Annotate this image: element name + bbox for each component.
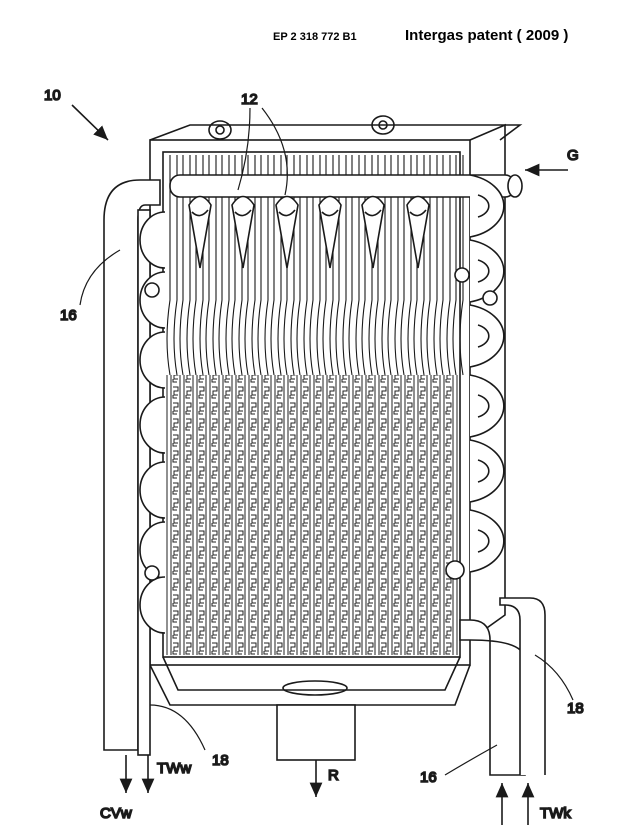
- pipe-loop-inner: [477, 394, 490, 418]
- fin-line: [270, 155, 275, 376]
- burner-cone: [275, 195, 299, 269]
- fin-line: [251, 155, 256, 376]
- label-10: 10: [44, 87, 61, 104]
- fin-line: [459, 155, 464, 376]
- pipe-loop: [469, 304, 505, 368]
- fin-line: [426, 155, 431, 376]
- pipe-loop: [469, 174, 505, 238]
- fin-line: [192, 155, 197, 376]
- fin-line: [407, 155, 412, 376]
- fin-line: [361, 155, 366, 376]
- label-twk: TWk: [540, 805, 571, 822]
- pipe-loop: [139, 396, 166, 454]
- fin-line: [452, 155, 457, 376]
- pipe-loop: [139, 331, 166, 389]
- pipe-loop: [469, 509, 505, 573]
- burner-cone: [188, 195, 212, 269]
- pipe-loop-inner: [477, 259, 490, 283]
- label-tww: TWw: [157, 760, 191, 777]
- label-18-left: 18: [212, 752, 229, 769]
- fin-line: [218, 155, 223, 376]
- fin-line: [179, 155, 184, 376]
- right-pipes: [445, 174, 546, 776]
- gas-inlet-pipe: [169, 174, 523, 198]
- burner-cone: [361, 195, 385, 269]
- burner-cone: [231, 195, 255, 269]
- fin-line: [303, 155, 308, 376]
- fin-line: [420, 155, 425, 376]
- fin-line: [283, 155, 288, 376]
- pipe-loop: [469, 439, 505, 503]
- fin-line: [290, 155, 295, 376]
- fin-line: [173, 155, 178, 376]
- fin-line: [238, 155, 243, 376]
- fin-line: [387, 155, 392, 376]
- left-pipes: [103, 179, 166, 756]
- pipe-loop-inner: [477, 324, 490, 348]
- fin-line: [199, 155, 204, 376]
- label-cvw: CVw: [100, 805, 132, 822]
- label-g: G: [567, 147, 579, 164]
- fin-line: [381, 155, 386, 376]
- fin-line: [329, 155, 334, 376]
- fin-line: [316, 155, 321, 376]
- document-title: Intergas patent ( 2009 ): [405, 27, 569, 44]
- pipe-loop: [469, 374, 505, 438]
- meander-fin-block: [166, 375, 458, 655]
- label-16-right: 16: [420, 769, 437, 786]
- pipe-loop: [139, 211, 166, 269]
- fin-line: [212, 155, 217, 376]
- fin-line: [244, 155, 249, 376]
- fin-line: [413, 155, 418, 376]
- label-r: R: [328, 767, 339, 784]
- fin-line: [446, 155, 451, 376]
- pipe-loop-inner: [477, 194, 490, 218]
- label-18-right: 18: [567, 700, 584, 717]
- fin-line: [368, 155, 373, 376]
- pipe-loop-inner: [477, 459, 490, 483]
- fin-line: [277, 155, 282, 376]
- burners: [188, 195, 430, 269]
- fin-line: [296, 155, 301, 376]
- fin-line: [348, 155, 353, 376]
- flow-arrows: [71, 104, 568, 825]
- patent-number: EP 2 318 772 B1: [273, 31, 357, 43]
- fin-line: [439, 155, 444, 376]
- fin-line: [166, 155, 171, 376]
- fin-line: [374, 155, 379, 376]
- pipe-loop-inner: [477, 529, 490, 553]
- pipe-loop: [139, 461, 166, 519]
- fin-line: [205, 155, 210, 376]
- fin-line: [257, 155, 262, 376]
- fin-line: [355, 155, 360, 376]
- fins: [166, 155, 464, 376]
- burner-cone: [406, 195, 430, 269]
- fin-line: [433, 155, 438, 376]
- fin-line: [342, 155, 347, 376]
- assembly-arrow: [71, 104, 109, 141]
- fin-line: [264, 155, 269, 376]
- fin-line: [186, 155, 191, 376]
- fin-line: [394, 155, 399, 376]
- burner-cone: [318, 195, 342, 269]
- label-16-left: 16: [60, 307, 77, 324]
- fin-line: [335, 155, 340, 376]
- label-12: 12: [241, 91, 258, 108]
- fin-line: [231, 155, 236, 376]
- fin-line: [225, 155, 230, 376]
- fin-line: [322, 155, 327, 376]
- fin-line: [400, 155, 405, 376]
- fin-line: [309, 155, 314, 376]
- leader-lines: [79, 107, 574, 776]
